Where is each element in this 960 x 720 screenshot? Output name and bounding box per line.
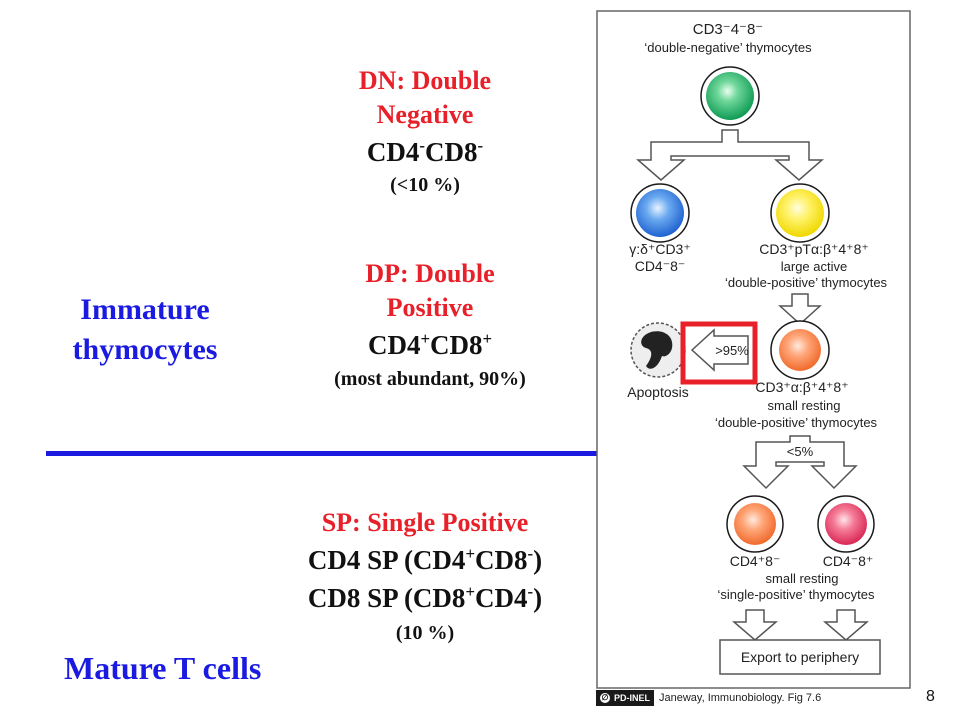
export-arrow-right: [822, 609, 870, 641]
immature-label: Immature thymocytes: [30, 290, 260, 370]
dp-large-label-line3: ‘double-positive’ thymocytes: [725, 275, 888, 290]
dp-small-label-line3: ‘double-positive’ thymocytes: [715, 415, 878, 430]
cd8-sp-cell-nucleus: [825, 503, 867, 545]
dp-large-label-line1: CD3⁺pTα:β⁺4⁺8⁺: [759, 241, 869, 257]
dp-small-label-line2: small resting: [768, 398, 841, 413]
sp-resting-line2: ‘single-positive’ thymocytes: [717, 587, 875, 602]
gd-label-line1: γ:δ⁺CD3⁺: [629, 241, 690, 257]
dn-block: DN: Double Negative CD4-CD8- (<10 %): [300, 64, 550, 198]
split-arrow-top: [635, 129, 825, 181]
dp-small-label-line1: CD3⁺α:β⁺4⁺8⁺: [755, 379, 848, 395]
dp-markers: CD4+CD8+: [367, 329, 493, 360]
dp-block: DP: Double Positive CD4+CD8+ (most abund…: [290, 256, 570, 392]
cd4-sp-label: CD4⁺8⁻: [730, 553, 781, 569]
dp-percentage: (most abundant, 90%): [334, 368, 526, 390]
apoptosis-label: Apoptosis: [627, 384, 688, 400]
top-sublabel: ‘double-negative’ thymocytes: [644, 40, 812, 55]
gd-label-line2: CD4⁻8⁻: [635, 258, 686, 274]
immature-line1: Immature: [80, 293, 210, 326]
sp-line2: CD8 SP (CD8+CD4-): [307, 582, 543, 613]
dp-title-line2: Positive: [386, 293, 474, 322]
sp-line1: CD4 SP (CD4+CD8-): [307, 544, 543, 575]
slide-number: 8: [926, 688, 935, 705]
dp-large-label-line2: large active: [781, 259, 847, 274]
gd-cell-nucleus: [636, 189, 684, 237]
credit-text: Janeway, Immunobiology. Fig 7.6: [659, 692, 822, 704]
divider-line: [46, 451, 694, 456]
dn-title-line2: Negative: [376, 100, 474, 129]
dp-large-cell-nucleus: [776, 189, 824, 237]
credit-line: ∅ PD-INEL Janeway, Immunobiology. Fig 7.…: [596, 690, 821, 706]
highlight-box: [680, 321, 758, 385]
sp-title: SP: Single Positive: [321, 508, 529, 537]
sp-resting-line1: small resting: [766, 571, 839, 586]
thymocyte-development-figure: CD3⁻4⁻8⁻ ‘double-negative’ thymocytes γ:…: [596, 10, 911, 689]
apoptosis-body: [641, 331, 673, 369]
cd8-sp-label: CD4⁻8⁺: [823, 553, 874, 569]
export-box: [719, 639, 881, 675]
cd4-sp-cell-nucleus: [734, 503, 776, 545]
dp-small-cell-nucleus: [779, 329, 821, 371]
apoptosis-percent: >95%: [715, 343, 749, 358]
lt5-label: <5%: [787, 444, 814, 459]
dp-title-line1: DP: Double: [365, 259, 495, 288]
dn-title-line1: DN: Double: [358, 66, 492, 95]
top-label: CD3⁻4⁻8⁻: [693, 21, 763, 38]
apoptosis-arrow: [690, 328, 749, 372]
dn-markers: CD4-CD8-: [366, 136, 484, 167]
mature-label: Mature T cells: [64, 650, 262, 686]
dn-percentage: (<10 %): [390, 174, 460, 196]
dn-cell-nucleus: [706, 72, 754, 120]
export-arrow-left: [731, 609, 779, 641]
license-icon: ∅: [600, 693, 610, 703]
split-arrow-bottom: [742, 435, 858, 490]
sp-percentage: (10 %): [395, 622, 455, 644]
down-arrow-mid: [778, 293, 822, 326]
immature-line2: thymocytes: [72, 333, 218, 366]
sp-block: SP: Single Positive CD4 SP (CD4+CD8-) CD…: [250, 505, 600, 649]
license-badge: ∅ PD-INEL: [596, 690, 654, 706]
export-label: Export to periphery: [741, 649, 859, 665]
